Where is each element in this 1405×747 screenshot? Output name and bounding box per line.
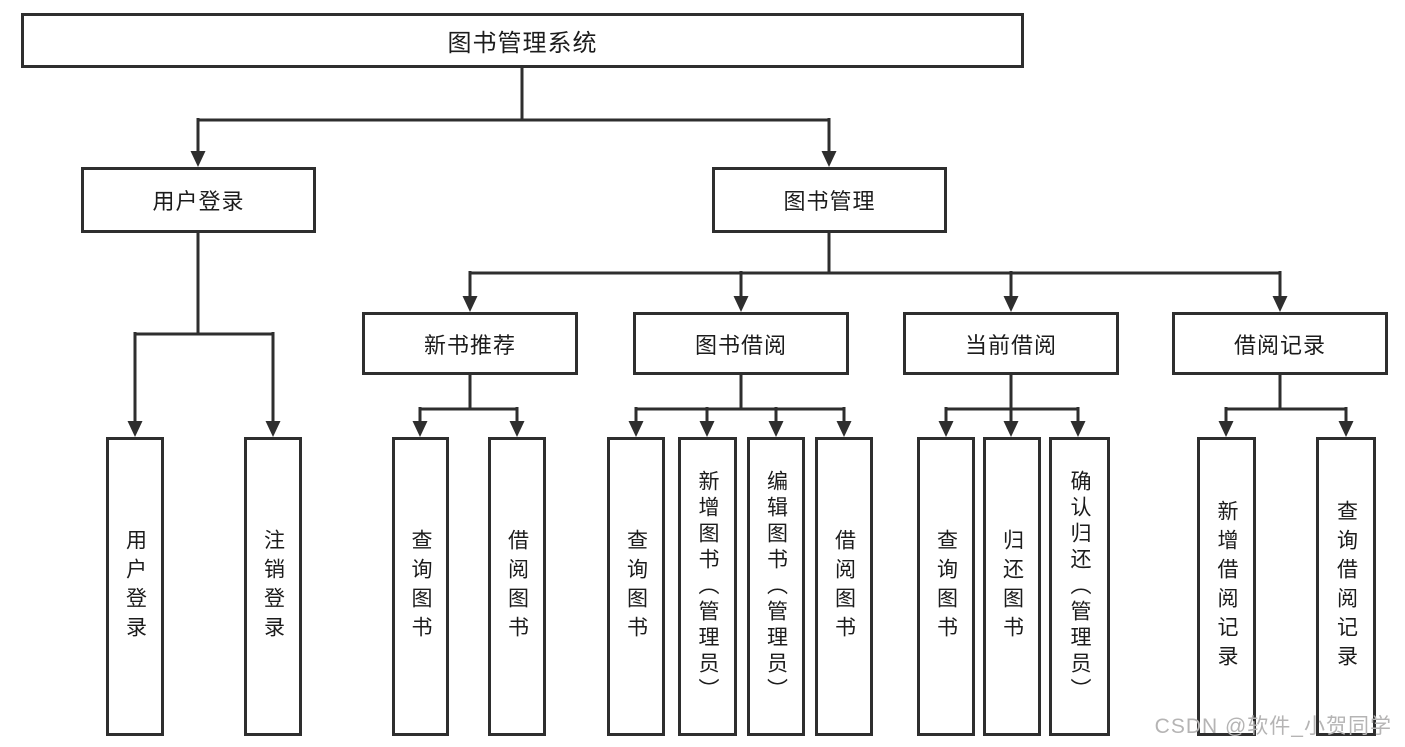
node-query-books-current: 查询图书 bbox=[917, 437, 975, 736]
node-confirm-return-admin: 确认归还（管理员） bbox=[1049, 437, 1110, 736]
node-label: 用户登录 bbox=[123, 528, 147, 645]
node-label: 注销登录 bbox=[261, 528, 285, 645]
node-return-book: 归还图书 bbox=[983, 437, 1041, 736]
node-user-login: 用户登录 bbox=[81, 167, 316, 233]
node-logout: 注销登录 bbox=[244, 437, 302, 736]
arrowhead bbox=[265, 421, 281, 437]
node-label: 新增图书（管理员） bbox=[696, 469, 719, 704]
edges-book-borrowing-to-leaves bbox=[628, 375, 852, 437]
node-query-borrow-record: 查询借阅记录 bbox=[1316, 437, 1376, 736]
node-label: 当前借阅 bbox=[964, 332, 1057, 358]
node-edit-book-admin: 编辑图书（管理员） bbox=[747, 437, 805, 736]
node-label: 编辑图书（管理员） bbox=[764, 469, 788, 704]
edges-new-book-recommend-to-leaves bbox=[412, 375, 525, 437]
node-label: 新书推荐 bbox=[423, 332, 516, 358]
arrowhead bbox=[768, 421, 784, 437]
arrowhead bbox=[938, 421, 954, 437]
edges-root-to-level2 bbox=[190, 68, 837, 167]
node-add-book-admin: 新增图书（管理员） bbox=[678, 437, 737, 736]
arrowhead bbox=[733, 296, 749, 312]
arrowhead bbox=[821, 151, 837, 167]
node-new-book-recommend: 新书推荐 bbox=[362, 312, 578, 375]
node-label: 查询图书 bbox=[409, 528, 432, 645]
arrowhead bbox=[509, 421, 525, 437]
node-label: 查询图书 bbox=[934, 528, 958, 645]
edges-current-borrowing-to-leaves bbox=[938, 375, 1086, 437]
arrowhead bbox=[628, 421, 644, 437]
arrowhead bbox=[1070, 421, 1086, 437]
node-label: 查询借阅记录 bbox=[1334, 499, 1358, 674]
arrowhead bbox=[1003, 421, 1019, 437]
node-label: 确认归还（管理员） bbox=[1068, 469, 1091, 704]
node-library-management-system: 图书管理系统 bbox=[21, 13, 1024, 68]
arrowhead bbox=[127, 421, 143, 437]
node-label: 查询图书 bbox=[624, 528, 648, 645]
node-book-management: 图书管理 bbox=[712, 167, 947, 233]
node-label: 图书管理系统 bbox=[447, 30, 598, 57]
arrowhead bbox=[836, 421, 852, 437]
node-borrow-books: 借阅图书 bbox=[815, 437, 873, 736]
arrowhead bbox=[1003, 296, 1019, 312]
node-borrowing-records: 借阅记录 bbox=[1172, 312, 1388, 375]
node-borrow-books-recommend: 借阅图书 bbox=[488, 437, 546, 736]
csdn-watermark: CSDN @软件_小贺同学 bbox=[1154, 715, 1392, 738]
node-book-borrowing: 图书借阅 bbox=[633, 312, 849, 375]
node-add-borrow-record: 新增借阅记录 bbox=[1197, 437, 1256, 736]
edges-user-login-to-leaves bbox=[127, 233, 281, 437]
arrowhead bbox=[1338, 421, 1354, 437]
node-user-login-leaf: 用户登录 bbox=[106, 437, 164, 736]
node-label: 归还图书 bbox=[1000, 528, 1024, 645]
node-query-books-borrowing: 查询图书 bbox=[607, 437, 665, 736]
node-label: 图书管理 bbox=[783, 189, 876, 214]
node-label: 新增借阅记录 bbox=[1215, 499, 1238, 674]
arrowhead bbox=[412, 421, 428, 437]
node-label: 借阅图书 bbox=[505, 528, 529, 645]
arrowhead bbox=[1218, 421, 1234, 437]
node-label: 借阅记录 bbox=[1233, 332, 1326, 358]
node-current-borrowing: 当前借阅 bbox=[903, 312, 1119, 375]
node-label: 用户登录 bbox=[152, 189, 245, 214]
arrowhead bbox=[1272, 296, 1288, 312]
arrowhead bbox=[190, 151, 206, 167]
node-label: 图书借阅 bbox=[694, 332, 787, 358]
node-label: 借阅图书 bbox=[832, 528, 856, 645]
arrowhead bbox=[462, 296, 478, 312]
arrowhead bbox=[699, 421, 715, 437]
node-query-books-recommend: 查询图书 bbox=[392, 437, 449, 736]
edges-book-management-to-level3 bbox=[462, 233, 1288, 312]
edges-borrowing-records-to-leaves bbox=[1218, 375, 1354, 437]
